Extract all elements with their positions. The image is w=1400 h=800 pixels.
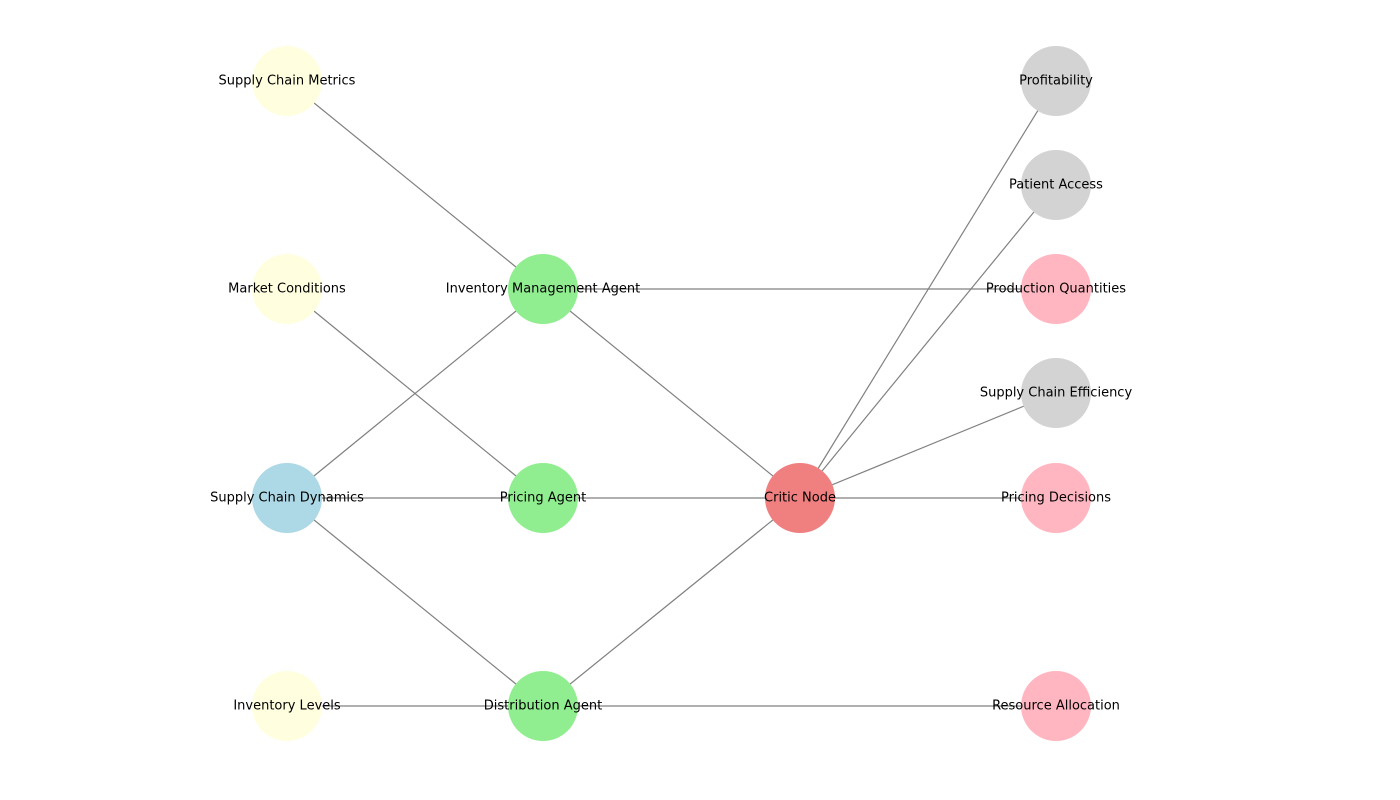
node-circle <box>765 463 835 533</box>
node-circle <box>252 671 322 741</box>
node-supply-chain-dynamics: Supply Chain Dynamics <box>210 463 364 533</box>
node-label: Supply Chain Dynamics <box>210 491 364 506</box>
node-label: Profitability <box>1019 74 1093 89</box>
node-label: Production Quantities <box>986 282 1126 297</box>
edge-supply-chain-metrics-to-inventory-management-agent <box>286 80 544 290</box>
edge-critic-node-to-patient-access <box>799 184 1057 499</box>
node-label: Distribution Agent <box>484 699 602 714</box>
edge-inventory-management-agent-to-critic-node <box>542 288 801 499</box>
node-label: Pricing Decisions <box>1001 491 1111 506</box>
node-circle <box>252 463 322 533</box>
node-critic-node: Critic Node <box>764 463 836 533</box>
node-inventory-management-agent: Inventory Management Agent <box>446 254 640 324</box>
node-circle <box>1021 671 1091 741</box>
edge-supply-chain-dynamics-to-distribution-agent <box>286 497 544 707</box>
node-pricing-decisions: Pricing Decisions <box>1001 463 1111 533</box>
node-circle <box>1021 463 1091 533</box>
node-circle <box>508 254 578 324</box>
edge-layer <box>286 80 1057 707</box>
node-circle <box>1021 358 1091 428</box>
node-pricing-agent: Pricing Agent <box>500 463 586 533</box>
node-circle <box>1021 150 1091 220</box>
node-label: Resource Allocation <box>992 699 1120 714</box>
node-supply-chain-efficiency: Supply Chain Efficiency <box>980 358 1133 428</box>
node-patient-access: Patient Access <box>1009 150 1103 220</box>
node-circle <box>508 463 578 533</box>
node-label: Inventory Management Agent <box>446 282 640 297</box>
node-supply-chain-metrics: Supply Chain Metrics <box>219 46 356 116</box>
edge-critic-node-to-supply-chain-efficiency <box>799 392 1057 499</box>
node-label: Market Conditions <box>228 282 346 297</box>
node-inventory-levels: Inventory Levels <box>233 671 341 741</box>
node-circle <box>252 254 322 324</box>
node-profitability: Profitability <box>1019 46 1093 116</box>
node-label: Critic Node <box>764 491 836 506</box>
node-label: Patient Access <box>1009 178 1103 193</box>
node-label: Inventory Levels <box>233 699 341 714</box>
node-circle <box>252 46 322 116</box>
node-label: Supply Chain Efficiency <box>980 386 1133 401</box>
node-resource-allocation: Resource Allocation <box>992 671 1120 741</box>
edge-distribution-agent-to-critic-node <box>542 497 801 707</box>
node-market-conditions: Market Conditions <box>228 254 346 324</box>
edge-supply-chain-dynamics-to-inventory-management-agent <box>286 288 544 499</box>
node-label: Supply Chain Metrics <box>219 74 356 89</box>
edge-critic-node-to-profitability <box>799 80 1057 499</box>
node-distribution-agent: Distribution Agent <box>484 671 602 741</box>
node-label: Pricing Agent <box>500 491 586 506</box>
node-production-quantities: Production Quantities <box>986 254 1126 324</box>
node-circle <box>508 671 578 741</box>
node-circle <box>1021 46 1091 116</box>
node-circle <box>1021 254 1091 324</box>
